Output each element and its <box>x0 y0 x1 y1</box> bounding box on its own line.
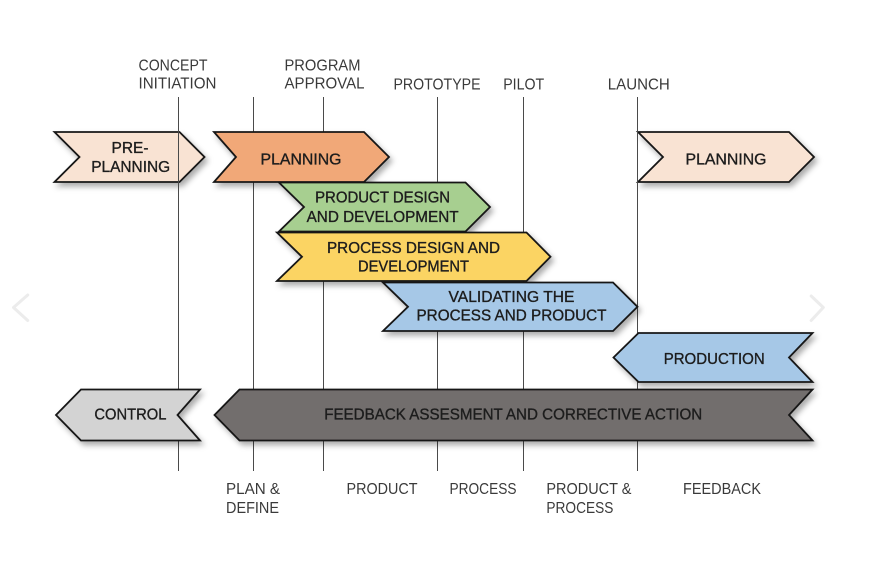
svg-text:PLANNING: PLANNING <box>261 152 342 169</box>
svg-text:CONTROL: CONTROL <box>94 407 166 424</box>
svg-text:FEEDBACK ASSESMENT AND CORRECT: FEEDBACK ASSESMENT AND CORRECTIVE ACTION <box>324 407 702 424</box>
svg-text:PRODUCT &: PRODUCT & <box>546 481 631 498</box>
svg-text:VALIDATING THE: VALIDATING THE <box>449 289 575 306</box>
svg-text:PROTOTYPE: PROTOTYPE <box>394 77 481 94</box>
svg-text:PRODUCTION: PRODUCTION <box>664 351 765 368</box>
svg-text:PLANNING: PLANNING <box>91 159 170 176</box>
svg-text:PLAN &: PLAN & <box>226 481 280 498</box>
svg-text:PRODUCT DESIGN: PRODUCT DESIGN <box>315 190 450 207</box>
svg-text:PILOT: PILOT <box>503 77 544 94</box>
svg-text:PRE-: PRE- <box>112 140 149 157</box>
svg-text:DEVELOPMENT: DEVELOPMENT <box>358 258 469 275</box>
svg-text:CONCEPT: CONCEPT <box>139 58 208 75</box>
svg-text:PRODUCT: PRODUCT <box>347 481 418 498</box>
svg-text:PROGRAM: PROGRAM <box>285 58 361 75</box>
svg-text:DEFINE: DEFINE <box>226 500 279 517</box>
svg-text:PLANNING: PLANNING <box>686 152 767 169</box>
svg-text:AND DEVELOPMENT: AND DEVELOPMENT <box>307 209 459 226</box>
svg-text:APPROVAL: APPROVAL <box>285 76 365 93</box>
svg-text:PROCESS: PROCESS <box>450 481 517 498</box>
svg-text:INITIATION: INITIATION <box>139 76 217 93</box>
svg-text:PROCESS DESIGN AND: PROCESS DESIGN AND <box>327 240 500 257</box>
svg-text:PROCESS: PROCESS <box>546 500 613 517</box>
svg-text:PROCESS AND PRODUCT: PROCESS AND PRODUCT <box>417 308 607 325</box>
svg-text:LAUNCH: LAUNCH <box>608 77 670 94</box>
svg-text:FEEDBACK: FEEDBACK <box>683 481 761 498</box>
